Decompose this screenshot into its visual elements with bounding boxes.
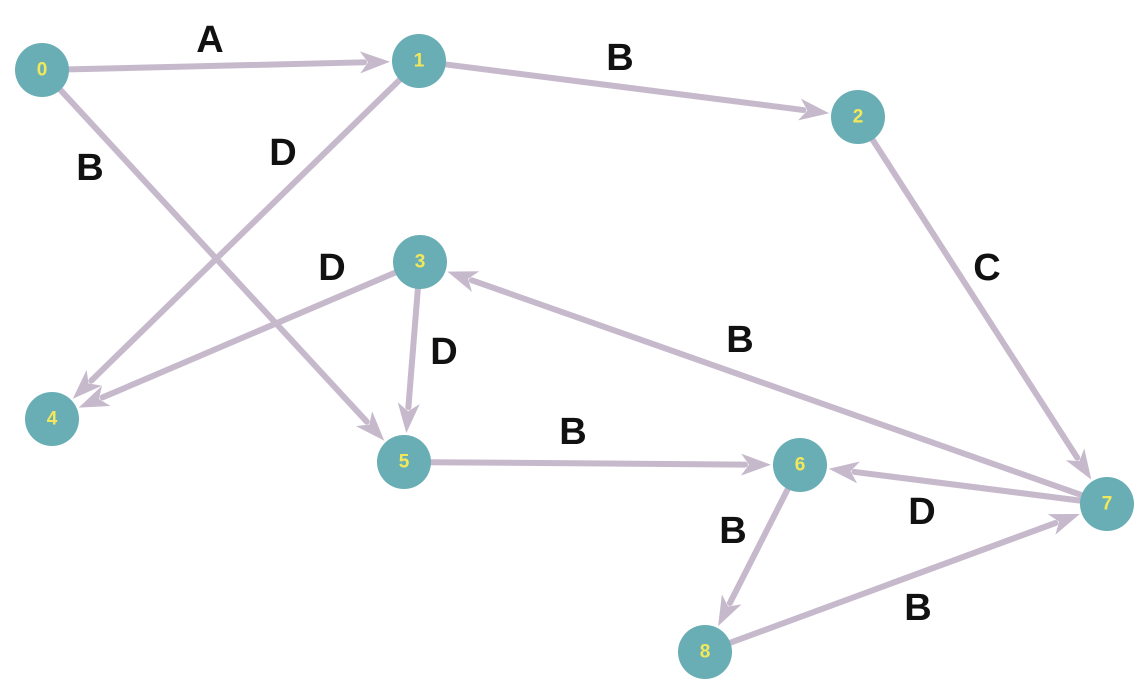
- node-label-0: 0: [37, 60, 48, 81]
- edge-label-3-5: D: [430, 331, 457, 373]
- node-circle: [678, 625, 732, 679]
- edge-label-1-4: D: [269, 132, 296, 174]
- arrow-head-icon: [447, 271, 480, 292]
- node-circle: [25, 392, 79, 446]
- arrow-head-icon: [397, 402, 420, 434]
- node-8: 8: [678, 625, 732, 679]
- node-0: 0: [15, 43, 69, 97]
- edge-line: [57, 86, 370, 425]
- edge-line: [88, 76, 403, 384]
- node-circle: [831, 90, 885, 144]
- node-4: 4: [25, 392, 79, 446]
- edge-line: [726, 486, 791, 606]
- edge-label-8-7: B: [904, 587, 931, 629]
- edge-2-7: [869, 136, 1092, 480]
- node-1: 1: [392, 34, 446, 88]
- arrow-head-icon: [1065, 448, 1092, 480]
- node-label-5: 5: [399, 452, 410, 473]
- edge-line: [65, 59, 368, 73]
- node-circle: [377, 435, 431, 489]
- node-label-4: 4: [47, 409, 58, 430]
- edge-label-7-6: D: [908, 491, 935, 533]
- node-circle: [773, 438, 827, 492]
- node-label-6: 6: [795, 455, 806, 476]
- arrow-head-icon: [828, 461, 860, 484]
- edge-5-6: [427, 453, 771, 476]
- edge-labels-layer: A B B D C D D B B D B B: [76, 19, 1000, 629]
- node-5: 5: [377, 435, 431, 489]
- edge-line: [468, 277, 1085, 499]
- edge-label-5-6: B: [559, 411, 586, 453]
- node-label-7: 7: [1102, 494, 1113, 515]
- node-label-2: 2: [853, 107, 864, 128]
- node-circle: [393, 235, 447, 289]
- node-label-1: 1: [414, 51, 425, 72]
- edge-3-5: [397, 285, 421, 434]
- node-circle: [1080, 477, 1134, 531]
- edge-line: [405, 285, 421, 411]
- edge-8-7: [727, 514, 1080, 646]
- edge-7-6: [828, 461, 1084, 504]
- edge-0-5: [57, 86, 385, 441]
- arrow-head-icon: [1047, 514, 1080, 535]
- node-circle: [15, 43, 69, 97]
- edges-layer: [57, 51, 1092, 646]
- arrow-head-icon: [798, 98, 830, 121]
- edge-line: [427, 459, 749, 468]
- edge-0-1: [65, 51, 390, 74]
- edge-line: [851, 468, 1084, 504]
- node-3: 3: [393, 235, 447, 289]
- node-2: 2: [831, 90, 885, 144]
- edge-1-4: [72, 76, 403, 399]
- node-7: 7: [1080, 477, 1134, 531]
- edge-line: [727, 520, 1059, 646]
- arrow-head-icon: [72, 369, 102, 399]
- edge-1-2: [442, 61, 830, 121]
- edge-line: [442, 61, 807, 114]
- edge-line: [99, 269, 399, 401]
- edge-label-6-8: B: [719, 510, 746, 552]
- edge-label-3-4: D: [318, 247, 345, 289]
- arrow-head-icon: [359, 51, 390, 74]
- edge-label-2-7: C: [973, 247, 1000, 289]
- edge-line: [869, 136, 1081, 461]
- edge-label-1-2: B: [606, 37, 633, 79]
- arrow-head-icon: [78, 385, 111, 408]
- nodes-layer: 0 1 2 3 4 5 6 7 8: [15, 34, 1134, 679]
- node-6: 6: [773, 438, 827, 492]
- arrow-head-icon: [355, 411, 385, 441]
- node-circle: [392, 34, 446, 88]
- edge-label-0-1: A: [196, 19, 223, 61]
- edge-3-4: [78, 269, 399, 408]
- edge-7-3: [447, 271, 1085, 499]
- edge-label-0-5: B: [76, 147, 103, 189]
- edge-6-8: [718, 486, 791, 627]
- edge-label-7-3: B: [726, 319, 753, 361]
- arrow-head-icon: [740, 453, 771, 476]
- node-label-8: 8: [700, 642, 711, 663]
- arrow-head-icon: [718, 594, 742, 627]
- node-label-3: 3: [415, 252, 426, 273]
